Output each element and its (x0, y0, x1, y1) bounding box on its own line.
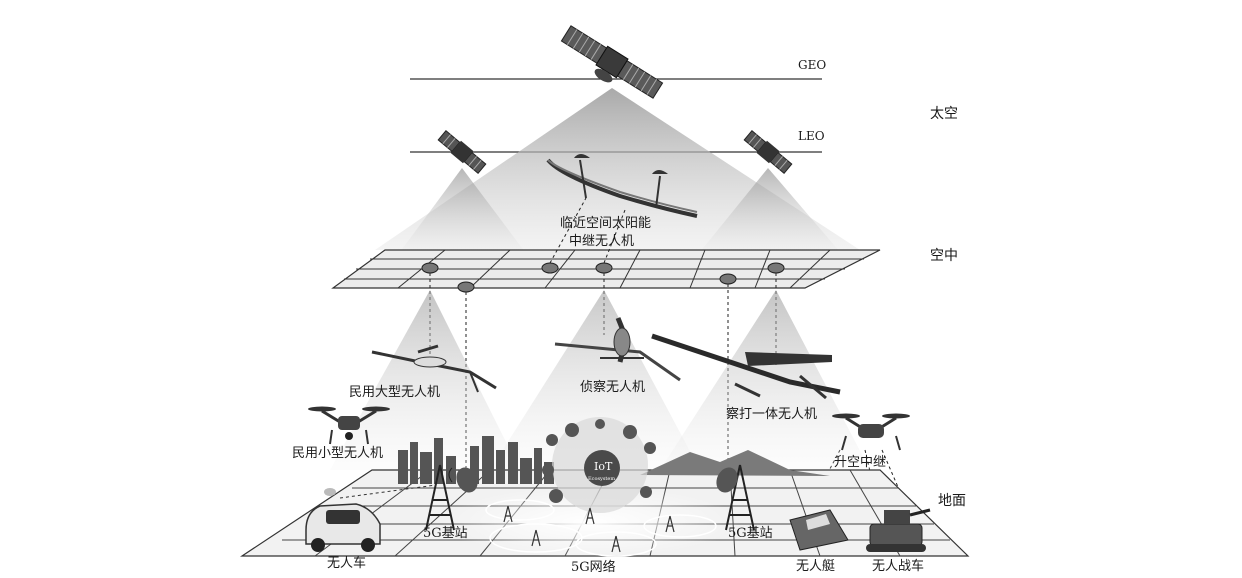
air-layer-grid (331, 249, 881, 293)
5g-base-station-right-icon (716, 464, 755, 531)
small-cell-antenna-icons (503, 505, 675, 553)
solar-relay-uav-icon (546, 154, 698, 218)
5g-base-station-right-label: 5G基站 (728, 526, 773, 541)
unmanned-tank-label: 无人战车 (872, 558, 924, 574)
civil-large-uav-icon (371, 344, 497, 393)
5g-base-station-left-icon (425, 464, 478, 531)
iot-badge-title: IoT (594, 460, 613, 473)
recon-uav-label: 侦察无人机 (580, 380, 645, 395)
civil-small-uav-label: 民用小型无人机 (292, 446, 383, 461)
leo-satellite-left-icon (437, 129, 487, 175)
space-layer: GEO LEO (375, 25, 860, 252)
leo-beam-right (700, 168, 840, 252)
leo-satellite-right-icon (743, 129, 793, 175)
mountains (640, 450, 830, 476)
recon-uav-icon (554, 317, 681, 382)
iot-badge-sub: Ecosystem (588, 476, 615, 482)
geo-satellite-icon (560, 25, 664, 99)
relay-platform-label-line1: 升空中继 (834, 455, 886, 470)
5g-base-station-left-label: 5G基站 (423, 526, 468, 541)
iot-badge-icon (584, 450, 620, 486)
space-layer-label: 太空 (930, 106, 958, 122)
relay-platform-drone-icon (832, 413, 910, 451)
solar-relay-label-line1: 临近空间太阳能 (560, 216, 651, 231)
civil-small-uav-icon (308, 406, 390, 445)
car-link-line (339, 484, 437, 499)
iot-cloud: IoT Ecosystem (542, 417, 656, 513)
5g-coverage-cells (485, 499, 717, 557)
unmanned-car-icon (305, 488, 381, 552)
civil-large-uav-label: 民用大型无人机 (349, 385, 440, 400)
unmanned-tank-icon (866, 508, 931, 552)
unmanned-boat-icon (789, 509, 849, 551)
air-to-ground-beams (330, 290, 870, 470)
leo-orbit-label: LEO (798, 129, 825, 143)
unmanned-boat-label: 无人艇 (796, 559, 835, 574)
solar-relay-label-line2: 中继无人机 (569, 234, 634, 249)
air-layer-label: 空中 (930, 248, 958, 264)
geo-orbit-label: GEO (798, 58, 826, 72)
ground-layer-label: 地面 (938, 493, 966, 509)
leo-beam-left (400, 168, 525, 252)
5g-network-label: 5G网络 (571, 559, 616, 574)
unmanned-car-label: 无人车 (327, 555, 366, 571)
strike-uav-label: 察打一体无人机 (726, 407, 817, 422)
strike-uav-icon (651, 333, 841, 400)
